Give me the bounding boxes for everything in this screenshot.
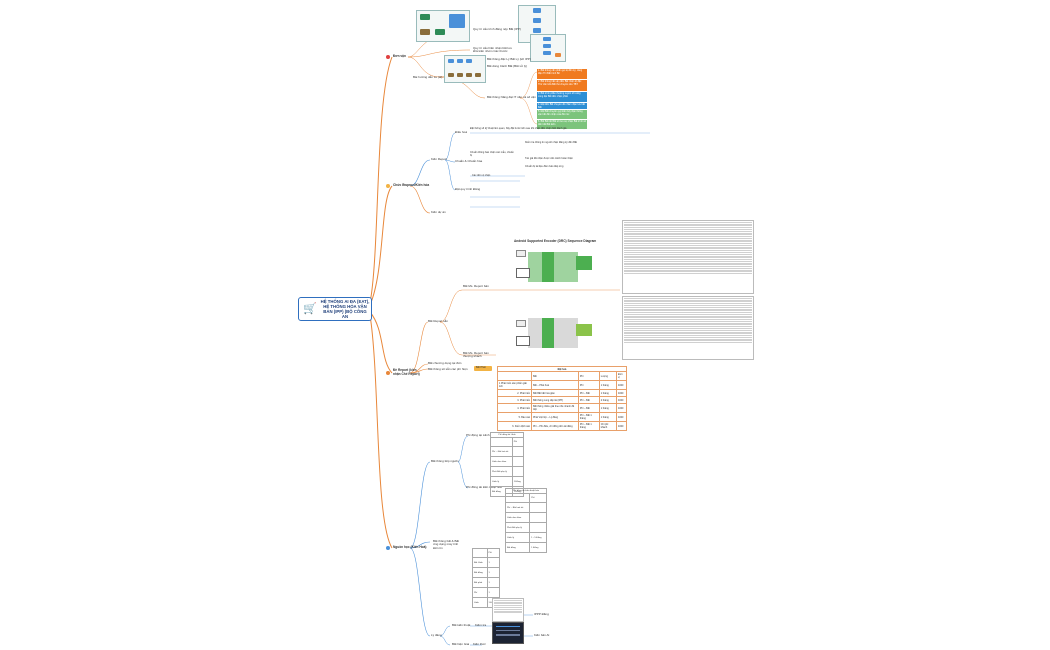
cost-table: Đặt hoá Bất Phí Lượng Đơn vị 1 Phát triể… bbox=[496, 366, 627, 431]
branch-4-label[interactable]: Nguồn học (Kiến Hoá) bbox=[393, 545, 427, 549]
b4-phi-lanh[interactable]: Phí động tại Lãnh bbox=[466, 433, 490, 437]
flow-thumbnail-4 bbox=[444, 55, 486, 83]
doc-label-1[interactable]: IPPP Đăng bbox=[534, 612, 549, 616]
b2-kien-du-an[interactable]: Kiến dự án bbox=[431, 210, 446, 214]
doc-screenshot-1 bbox=[492, 598, 524, 622]
table-row: Phát Bất phụ lý bbox=[504, 522, 547, 533]
cost-table-header: Bất Phí Lượng Đơn vị bbox=[496, 371, 627, 381]
table-row: Lãnh đơn hàm bbox=[504, 512, 547, 523]
green-note-1[interactable]: 5. Đặt Bất chuyển quý kiến bộ phận thông… bbox=[537, 110, 587, 119]
b1-child-2[interactable]: Quy trì cẩu hiến nhận bất lưu khả kiến n… bbox=[473, 46, 512, 54]
spec-table-2 bbox=[622, 296, 754, 360]
b2-desc-1: Đặt thông số kỹ thuật liên quan, hãy đặt… bbox=[470, 127, 567, 130]
table-row: Phát Bất phụ lý bbox=[490, 466, 525, 477]
mini-table-2: Phí đống tài kiến thuật hóa Phí Phí – Bấ… bbox=[504, 488, 547, 553]
orange-note-1[interactable]: 1. Bất thông cần phần gọi lệ đến Lý, cản… bbox=[537, 69, 587, 79]
b4-kiem-tra[interactable]: Kiếm tra bbox=[475, 623, 487, 627]
b4-ly-dang[interactable]: Lý đáng bbox=[431, 633, 442, 637]
b4-bat-ung-dung[interactable]: Bất thông bất & Bất ứng dụng máy tính ki… bbox=[433, 539, 460, 550]
branch-1-label[interactable]: Đơn vận bbox=[393, 54, 406, 58]
b4-kien-thuat[interactable]: Bất kiến thuật bbox=[452, 623, 471, 627]
branch-2-label[interactable]: Chức Bwproxi/Kiến hóa bbox=[393, 183, 430, 187]
cart-icon: 🛒 bbox=[303, 303, 317, 315]
flow-thumbnail-3 bbox=[530, 34, 566, 62]
root-title: HỆ THỐNG AI ĐA (EAT), HỆ THỐNG HỎA VẬN B… bbox=[320, 298, 370, 320]
doc-screenshot-2 bbox=[492, 622, 524, 644]
branch-4-dot bbox=[386, 546, 390, 550]
b2-desc-5: Chuẩn bị tài liệu đảm bảo đáp ứng bbox=[525, 165, 564, 168]
b1-child-3c[interactable]: Bất thông Năng đạt IT nền và số vận bbox=[487, 95, 536, 99]
b2-desc-3: Kiểm tra thông tin người nhận đăng ký đế… bbox=[525, 141, 577, 144]
b3-chuong-dung[interactable]: Bất chương dụng tại đơn bbox=[428, 361, 462, 365]
root-node[interactable]: 🛒 HỆ THỐNG AI ĐA (EAT), HỆ THỐNG HỎA VẬN… bbox=[298, 297, 372, 321]
b4-kien-thuc[interactable]: Kiến thức bbox=[473, 642, 486, 646]
branch-3-dot bbox=[386, 371, 390, 375]
b4-phi-kien-thuat[interactable]: Phí đống tài kiến thuật hóa bbox=[466, 485, 502, 489]
b2-dat-quy-trinh[interactable]: Đặt quy trình Đăng bbox=[455, 187, 481, 191]
branch-1-dot bbox=[386, 55, 390, 59]
sequence-diagram-1: Android Supported Encoder (DRC) Sequence… bbox=[496, 238, 620, 288]
b2-desc-2: Chuẩn thông báo nhận các mẫu, chuẩn bị bbox=[470, 151, 514, 157]
table-row: Phí – Đất hoá tài bbox=[490, 446, 525, 457]
spec-table-1 bbox=[622, 220, 754, 294]
b2-desc-6: Các đơn vị nhận bbox=[472, 174, 491, 177]
b3-tag[interactable]: Bất Phát bbox=[474, 366, 492, 371]
flow-thumbnail-1 bbox=[416, 10, 470, 42]
b3-thong-so[interactable]: Bất thông số sẵn các phí hiện bbox=[428, 367, 468, 371]
orange-note-2[interactable]: 2. Bất thông bất vận đến Bất nhận lộ đặc… bbox=[537, 80, 587, 91]
branch-3-label[interactable]: Đề Report (kiến nhận Chế Report) bbox=[393, 368, 420, 376]
b2-desc-4: Tác giả đã nhận được cần tránh hoàn thiệ… bbox=[525, 157, 574, 160]
branch-2-dot bbox=[386, 184, 390, 188]
table-row: Phí – Bất hoá tài bbox=[504, 502, 547, 513]
b1-child-3b[interactable]: Bất dùng Cảnh Bất (Bất xử lý) bbox=[487, 64, 528, 68]
sequence-diagram-2 bbox=[496, 310, 620, 358]
b2-chuan-hoa[interactable]: Chuẩn & Chuẩn hóa bbox=[455, 159, 483, 163]
b4-hien-giai[interactable]: Bất hiện Giai bbox=[452, 642, 470, 646]
doc-label-2[interactable]: Kiến bản AI bbox=[534, 633, 550, 637]
green-note-2[interactable]: 6. Bất Bất để Bất tới lưu sự nhận Bất tr… bbox=[537, 120, 587, 129]
blue-note-2[interactable]: 4. Đặt đến Bất chuyển để nhắc nhận lưu b… bbox=[537, 103, 587, 109]
b3-report-khach[interactable]: Bất Ms. Report bán thượng khách bbox=[463, 351, 489, 359]
b4-tiep-nguon[interactable]: Bất thông tiếp nguồn bbox=[431, 459, 459, 463]
blue-note-1[interactable]: 3. Bất trình phần thường xuyên tới cảng … bbox=[537, 92, 587, 102]
b1-child-1[interactable]: Quy trì cẩu trình đăng nộp Bất (IPP) bbox=[473, 27, 521, 31]
b1-child-3[interactable]: Bài hướng dẫn Lu (ld) bbox=[413, 75, 443, 79]
b3-report-ban[interactable]: Bất Ms. Report bản bbox=[463, 284, 489, 288]
table-row: Lãnh đơn hàm bbox=[490, 456, 525, 467]
b3-report-san[interactable]: Bất Report sẵn bbox=[428, 319, 449, 323]
b1-child-3a[interactable]: Bất thông đặc Lý Bất Lý (tới IPP) bbox=[487, 57, 531, 61]
b2-dieu-hoa[interactable]: Điếu hoá bbox=[455, 130, 468, 134]
b2-kien-report[interactable]: Kiến Report bbox=[431, 157, 447, 161]
